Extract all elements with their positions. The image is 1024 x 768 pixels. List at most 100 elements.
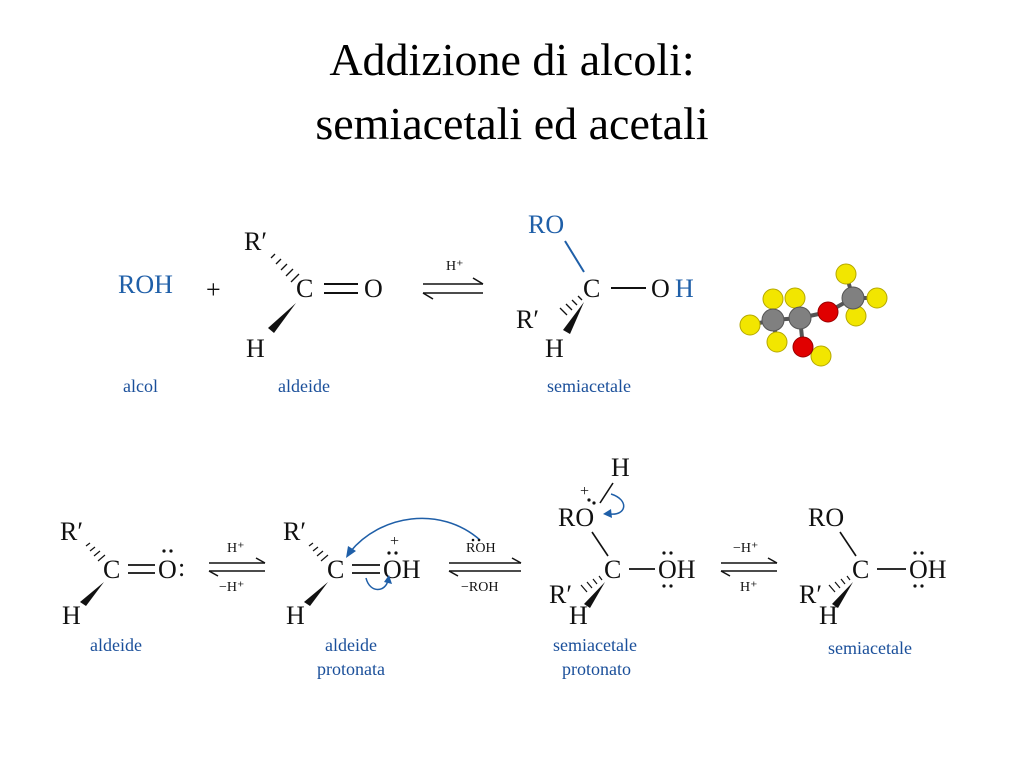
arrow1-top: H⁺	[227, 541, 245, 556]
mech4-caption: semiacetale	[828, 638, 912, 658]
title-line-2: semiacetali ed acetali	[315, 98, 709, 149]
mech4-oh-dot-c	[913, 584, 917, 588]
mech3-charge: +	[580, 483, 589, 500]
mech4-hydroxyl: OH	[909, 555, 947, 584]
arrow2-bottom: −ROH	[461, 580, 498, 595]
ro-group: RO	[528, 210, 564, 239]
mech4-carbon: C	[852, 555, 869, 584]
hydrogen-product: H	[545, 334, 564, 363]
r-prime-product: R′	[516, 305, 539, 334]
mech3-hydrogen: H	[569, 601, 588, 630]
mech1-hydrogen: H	[62, 601, 81, 630]
slide-title: Addizione di alcoli: semiacetali ed acet…	[0, 28, 1024, 156]
mech3-carbon: C	[604, 555, 621, 584]
hashed-bond	[270, 253, 300, 283]
mech3-oh-dot-a	[662, 551, 666, 555]
arrow2-lone-pair-dot-2	[477, 538, 481, 542]
arrow3-equilibrium	[720, 557, 778, 577]
mech3-oh-bond	[599, 482, 614, 504]
carbonyl-carbon: C	[296, 274, 313, 303]
arrow3-bottom: H⁺	[740, 580, 758, 595]
aldehyde-structure: R′ C O H	[244, 227, 383, 363]
aldehyde-caption: aldeide	[278, 376, 330, 396]
mech3-ro-c-bond	[591, 531, 609, 557]
mech3-lone-pair-dot	[587, 498, 591, 502]
curved-arrow-attack-head-icon	[346, 546, 356, 558]
arrow3-top: −H⁺	[733, 541, 758, 556]
arrow1-bottom: −H⁺	[219, 580, 244, 595]
top-reaction: ROH alcol + R′ C O H aldeide H⁺	[118, 210, 888, 396]
curved-arrow-deprotonation-head-icon	[603, 509, 612, 518]
mech4-ro-c-bond	[839, 531, 857, 557]
mech3-oh-dot-c	[662, 584, 666, 588]
hydroxyl-hydrogen: H	[675, 274, 694, 303]
mech1-lone-pair-colon: :	[178, 553, 185, 582]
mech1-lone-pair-dot	[162, 549, 166, 553]
mech3-hydroxyl: OH	[658, 555, 696, 584]
mech2-caption-line1: aldeide	[325, 635, 377, 655]
mech3-ro: RO	[558, 503, 594, 532]
arrow1-equilibrium	[208, 557, 266, 577]
mech3-h-top: H	[611, 453, 630, 482]
mech3-oh-dot-b	[669, 551, 673, 555]
mech1-oxygen: O	[158, 555, 177, 584]
ball-and-stick-molecule-icon	[739, 263, 888, 367]
arrow2-lone-pair-dot	[471, 538, 475, 542]
curved-arrow-pi-bond-head-icon	[384, 575, 392, 584]
r-prime-label: R′	[244, 227, 267, 256]
mech1-caption: aldeide	[90, 635, 142, 655]
mech2-wedge	[304, 582, 328, 606]
alcohol-formula: ROH	[118, 270, 173, 299]
mech1-r-prime: R′	[60, 517, 83, 546]
mech3-caption-line2: protonato	[562, 659, 631, 679]
hydrogen-label: H	[246, 334, 265, 363]
mech2-lone-pair-dot-2	[394, 551, 398, 555]
mech1-lone-pair-dot-2	[169, 549, 173, 553]
arrow2-top: ROH	[466, 541, 496, 556]
mech2-charge: +	[390, 533, 399, 550]
mech4-wedge	[832, 582, 853, 608]
hashed-bond-product	[559, 295, 583, 316]
hydroxyl-oxygen: O	[651, 274, 670, 303]
alcohol-caption: alcol	[123, 376, 158, 396]
mech2-r-prime: R′	[283, 517, 306, 546]
mech4-oh-dot-d	[920, 584, 924, 588]
mech4-oh-dot-b	[920, 551, 924, 555]
mech1-wedge	[80, 582, 104, 606]
wedge-bond	[268, 303, 296, 333]
mech3-r-prime: R′	[549, 580, 572, 609]
mech2-lone-pair-dot	[387, 551, 391, 555]
mech-hemiacetal: RO C OH R′ H	[799, 503, 947, 630]
mech-aldehyde: R′ C O : H	[60, 517, 185, 630]
mech1-carbon: C	[103, 555, 120, 584]
mech-protonated-hemiacetal: H + RO C OH R′ H	[549, 453, 696, 630]
mech4-hydrogen: H	[819, 601, 838, 630]
mech3-lone-pair-dot-2	[592, 501, 596, 505]
title-line-1: Addizione di alcoli:	[329, 34, 695, 85]
central-carbon: C	[583, 274, 600, 303]
hemiacetal-structure: RO C O H R′ H	[516, 210, 694, 363]
ro-bond	[564, 240, 585, 273]
curved-arrow-attack-icon	[349, 517, 481, 553]
hemiacetal-caption: semiacetale	[547, 376, 631, 396]
mechanism: R′ C O : H aldeide H⁺	[60, 453, 947, 679]
plus-sign: +	[206, 275, 221, 304]
wedge-bond-product	[563, 302, 584, 334]
mech3-wedge	[584, 582, 605, 608]
mech3-caption-line1: semiacetale	[553, 635, 637, 655]
mech2-hydrogen: H	[286, 601, 305, 630]
double-bond	[324, 283, 358, 294]
catalyst-label: H⁺	[446, 259, 464, 274]
mech3-oh-dot-d	[669, 584, 673, 588]
equilibrium-arrow	[422, 277, 484, 300]
mech2-carbon: C	[327, 555, 344, 584]
mech4-ro: RO	[808, 503, 844, 532]
mech4-oh-dot-a	[913, 551, 917, 555]
curved-arrow-deprotonation-icon	[609, 493, 625, 515]
carbonyl-oxygen: O	[364, 274, 383, 303]
mech-protonated-aldehyde: R′ C OH + H	[283, 517, 481, 630]
mech4-r-prime: R′	[799, 580, 822, 609]
arrow2-equilibrium	[448, 557, 522, 577]
mech2-caption-line2: protonata	[317, 659, 385, 679]
